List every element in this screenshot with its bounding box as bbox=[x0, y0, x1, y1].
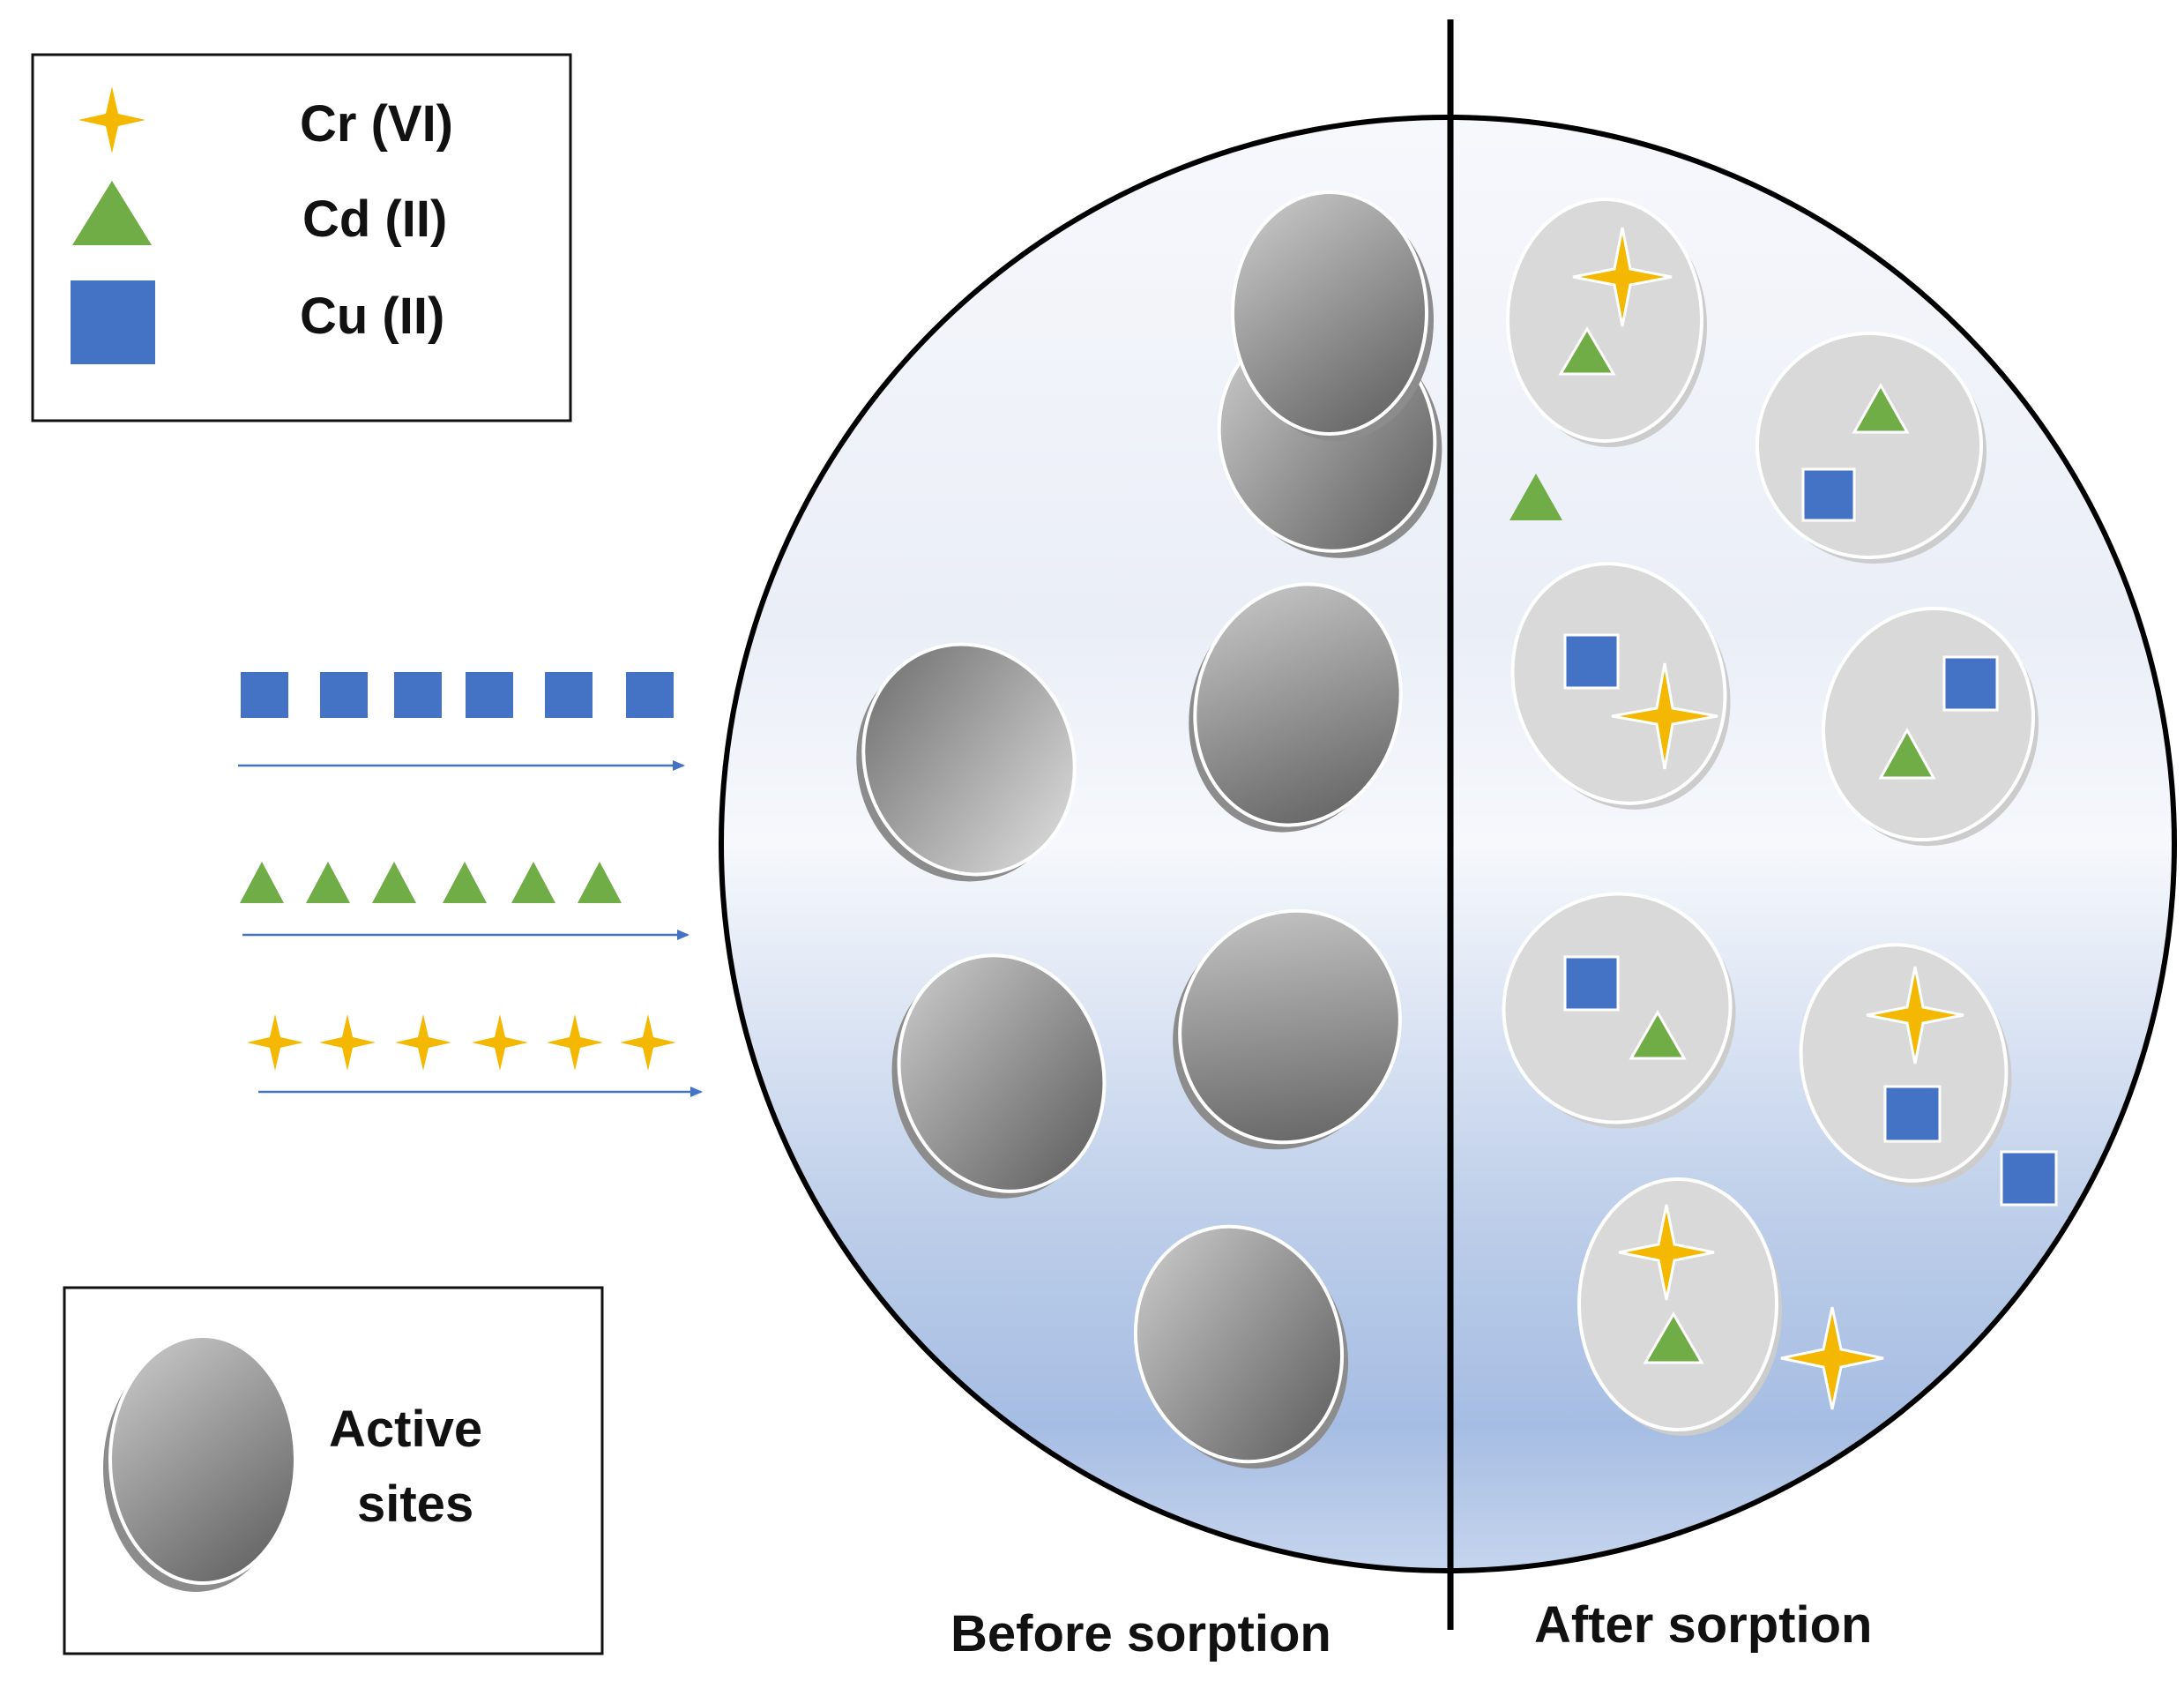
legend-cd-row: Cd (II) bbox=[72, 181, 447, 248]
legend-label-cu: Cu (II) bbox=[300, 288, 444, 345]
triangle-icon bbox=[1878, 727, 1936, 780]
active-site bbox=[1189, 582, 1403, 833]
star-icon bbox=[319, 1014, 376, 1071]
star-icon bbox=[1611, 662, 1718, 770]
square-icon bbox=[241, 672, 288, 718]
triangle-icon bbox=[1643, 1311, 1704, 1364]
occupied-site bbox=[1822, 606, 2039, 847]
square-icon bbox=[466, 672, 513, 718]
square-icon bbox=[626, 672, 674, 718]
legend-label-cd: Cd (II) bbox=[302, 191, 447, 248]
incoming-cu-stream bbox=[238, 672, 685, 771]
occupied-site bbox=[1799, 943, 2012, 1187]
square-icon bbox=[71, 280, 155, 364]
star-icon bbox=[620, 1014, 676, 1071]
square-icon bbox=[2000, 1150, 2058, 1207]
square-icon bbox=[545, 672, 593, 718]
legend-cr-row: Cr (VI) bbox=[78, 86, 453, 153]
active-sites-after bbox=[1502, 198, 2058, 1436]
triangle-icon bbox=[240, 862, 284, 903]
triangle-icon bbox=[578, 862, 622, 903]
occupied-site bbox=[1502, 892, 1736, 1129]
active-sites-before bbox=[856, 191, 1442, 1469]
square-icon bbox=[1563, 633, 1620, 690]
star-icon bbox=[1780, 1306, 1884, 1410]
star-icon bbox=[247, 1014, 303, 1071]
active-site bbox=[1173, 908, 1402, 1150]
triangle-icon bbox=[306, 862, 350, 903]
incoming-cd-stream bbox=[240, 862, 689, 940]
sites-legend: Active sites bbox=[63, 1286, 604, 1655]
active-site bbox=[891, 953, 1107, 1199]
triangle-icon bbox=[1852, 382, 1910, 434]
star-icon bbox=[1618, 1204, 1715, 1301]
square-icon bbox=[1883, 1085, 1942, 1143]
triangle-icon bbox=[511, 862, 555, 903]
square-icon bbox=[394, 672, 442, 718]
sites-legend-line1: Active bbox=[329, 1401, 482, 1458]
ion-legend: Cr (VI) Cd (II) Cu (II) bbox=[31, 53, 572, 422]
active-site bbox=[1231, 191, 1434, 441]
legend-cu-row: Cu (II) bbox=[71, 280, 444, 364]
occupied-site bbox=[1510, 562, 1731, 810]
star-icon bbox=[1866, 966, 1964, 1065]
label-before-sorption: Before sorption bbox=[950, 1605, 1331, 1662]
triangle-icon bbox=[1629, 1009, 1687, 1060]
occupied-site bbox=[1506, 198, 1707, 447]
triangle-icon bbox=[1509, 474, 1562, 520]
legend-label-cr: Cr (VI) bbox=[300, 95, 453, 153]
star-icon bbox=[395, 1014, 451, 1071]
triangle-icon bbox=[443, 862, 487, 903]
star-icon bbox=[472, 1014, 528, 1071]
incoming-cr-stream bbox=[247, 1014, 703, 1097]
active-site-icon bbox=[103, 1334, 297, 1592]
triangle-icon bbox=[1558, 326, 1616, 376]
active-site bbox=[856, 642, 1077, 882]
star-icon bbox=[547, 1014, 603, 1071]
occupied-site bbox=[1577, 1177, 1782, 1436]
square-icon bbox=[320, 672, 368, 718]
sites-legend-line2: sites bbox=[357, 1476, 473, 1533]
star-icon bbox=[78, 86, 145, 153]
star-icon bbox=[1572, 227, 1673, 327]
square-icon bbox=[1942, 655, 1999, 712]
square-icon bbox=[1563, 955, 1620, 1012]
active-site bbox=[1133, 1224, 1349, 1469]
square-icon bbox=[1801, 467, 1856, 522]
triangle-icon bbox=[72, 181, 152, 245]
triangle-icon bbox=[372, 862, 416, 903]
label-after-sorption: After sorption bbox=[1534, 1596, 1872, 1654]
occupied-site bbox=[1755, 332, 1986, 564]
